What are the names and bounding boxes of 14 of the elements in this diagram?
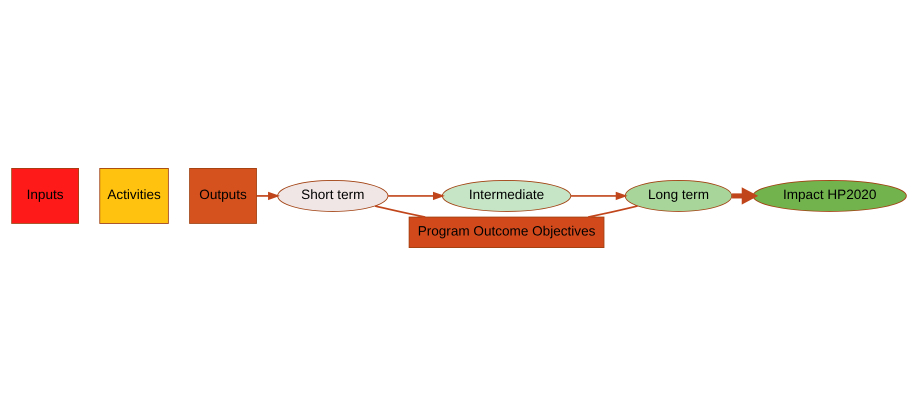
arrow xyxy=(256,191,280,200)
connector xyxy=(374,204,426,218)
node-box: Outputs xyxy=(189,167,257,224)
node-box: Inputs xyxy=(11,167,79,224)
arrow xyxy=(732,186,758,204)
node-box: Activities xyxy=(99,167,169,224)
node-ellipse: Short term xyxy=(277,180,388,212)
arrow xyxy=(388,191,445,200)
arrow xyxy=(570,191,628,200)
connector xyxy=(588,204,638,218)
node-ellipse: Intermediate xyxy=(442,180,572,212)
node-box: Program Outcome Objectives xyxy=(408,216,604,248)
node-ellipse: Impact HP2020 xyxy=(752,180,907,212)
node-ellipse: Long term xyxy=(624,180,732,212)
